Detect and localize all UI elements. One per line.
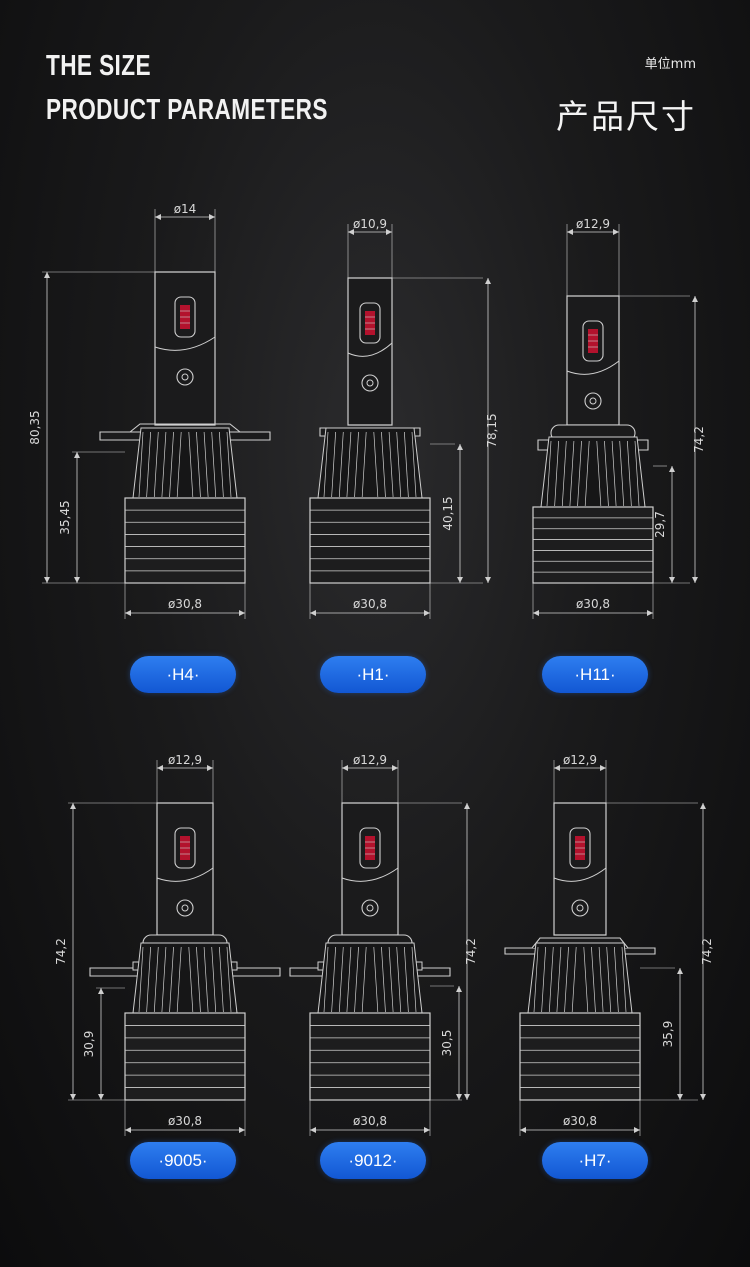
bulb-drawing-2: ø10,9 ø30,8 78,15 40,15 — [309, 217, 499, 619]
led-chip — [569, 827, 591, 869]
bulb-stem — [154, 271, 216, 426]
bulb-body — [124, 1012, 246, 1101]
unit-label: 单位mm — [644, 57, 696, 72]
top-diameter-label: ø12,9 — [168, 753, 202, 767]
model-button-h4[interactable]: ·H4· — [130, 656, 236, 693]
bulb-body — [532, 506, 654, 584]
mount-hole — [361, 374, 379, 392]
total-height-label: 80,35 — [28, 410, 42, 444]
top-diameter-label: ø12,9 — [576, 217, 610, 231]
top-diameter-label: ø12,9 — [353, 753, 387, 767]
total-height-label: 74,2 — [700, 938, 714, 965]
bulb-stem — [553, 802, 607, 936]
top-diameter-label: ø10,9 — [353, 217, 387, 231]
bulb-stem — [347, 277, 393, 426]
top-diameter-label: ø12,9 — [563, 753, 597, 767]
base-height-label: 30,9 — [82, 1031, 96, 1058]
base-height-label: 40,15 — [441, 496, 455, 530]
body-diameter-label: ø30,8 — [353, 1114, 387, 1128]
base-height-label: 35,45 — [58, 500, 72, 534]
body-diameter-label: ø30,8 — [353, 597, 387, 611]
model-button-9012[interactable]: ·9012· — [320, 1142, 426, 1179]
body-diameter-label: ø30,8 — [168, 1114, 202, 1128]
led-chip — [359, 302, 381, 344]
bulb-body — [124, 497, 246, 584]
total-height-label: 74,2 — [54, 938, 68, 965]
body-diameter-label: ø30,8 — [576, 597, 610, 611]
led-chip — [174, 827, 196, 869]
mount-hole — [571, 899, 589, 917]
model-button-h1[interactable]: ·H1· — [320, 656, 426, 693]
led-chip — [582, 320, 604, 362]
bulb-body — [309, 1012, 431, 1101]
mount-hole — [584, 392, 602, 410]
bulb-drawing-5: ø12,9 ø30,8 74,2 30,5 — [289, 753, 478, 1136]
bulb-drawing-1: ø14 ø30,8 80,35 35,45 — [28, 202, 271, 619]
total-height-label: 78,15 — [485, 413, 499, 447]
model-button-h11[interactable]: ·H11· — [542, 656, 648, 693]
total-height-label: 74,2 — [692, 426, 706, 453]
body-diameter-label: ø30,8 — [563, 1114, 597, 1128]
mount-hole — [176, 899, 194, 917]
base-height-label: 35,9 — [661, 1021, 675, 1048]
title-chinese: 产品尺寸 — [556, 97, 696, 136]
mount-hole — [361, 899, 379, 917]
base-height-label: 29,7 — [653, 511, 667, 538]
bulb-stem — [156, 802, 214, 936]
body-diameter-label: ø30,8 — [168, 597, 202, 611]
bulb-drawing-3: ø12,9 ø30,8 74,2 29,7 — [532, 217, 706, 619]
bulb-drawing-4: ø12,9 ø30,8 74,2 30,9 — [54, 753, 281, 1136]
title-the-size: THE SIZE — [46, 50, 151, 82]
bulb-body — [309, 497, 431, 584]
led-chip — [174, 296, 196, 338]
mount-hole — [176, 368, 194, 386]
bulb-body — [519, 1012, 641, 1101]
bulb-drawing-6: ø12,9 ø30,8 74,2 35,9 — [504, 753, 714, 1136]
base-height-label: 30,5 — [440, 1030, 454, 1057]
led-chip — [359, 827, 381, 869]
total-height-label: 74,2 — [464, 938, 478, 965]
model-button-9005[interactable]: ·9005· — [130, 1142, 236, 1179]
top-diameter-label: ø14 — [174, 202, 197, 216]
bulb-stem — [341, 802, 399, 936]
title-product-parameters: PRODUCT PARAMETERS — [46, 94, 328, 126]
model-button-h7[interactable]: ·H7· — [542, 1142, 648, 1179]
